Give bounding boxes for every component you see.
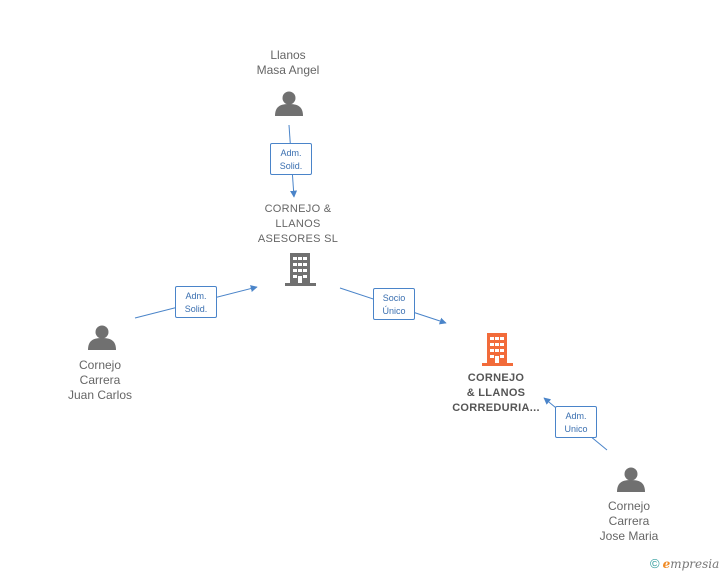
- edge-label-line: Adm.: [280, 148, 302, 158]
- empresia-brand[interactable]: ©empresia: [650, 556, 719, 571]
- edge-label-socio-unico[interactable]: Socio Único: [373, 288, 415, 320]
- brand-logo-text: mpresia: [670, 557, 720, 571]
- node-name-line: Carrera: [608, 514, 650, 528]
- node-cornejo-carrera-jose-maria[interactable]: Cornejo Carrera Jose Maria: [579, 499, 679, 544]
- edge-label-line: Adm.: [185, 291, 207, 301]
- node-cornejo-llanos-asesores[interactable]: CORNEJO & LLANOS ASESORES SL: [238, 202, 358, 247]
- node-name-line: CORREDURIA...: [452, 402, 540, 414]
- building-icon[interactable]: [285, 253, 316, 286]
- edge-label-adm-solid[interactable]: Adm. Solid.: [270, 143, 312, 175]
- copyright-symbol: ©: [650, 556, 660, 571]
- node-name-line: CORNEJO &: [264, 203, 332, 215]
- node-name-line: Masa Angel: [256, 63, 320, 77]
- node-name-line: Llanos: [270, 48, 306, 62]
- node-name-line: & LLANOS: [466, 387, 526, 399]
- node-name-line: Cornejo: [78, 358, 122, 372]
- edge-label-line: Unico: [564, 424, 588, 434]
- edge-label-line: Socio: [382, 293, 406, 303]
- node-name-line: ASESORES SL: [257, 233, 339, 245]
- edge-label-line: Solid.: [279, 161, 303, 171]
- node-name-line: LLANOS: [275, 218, 321, 230]
- edge-label-adm-solid[interactable]: Adm. Solid.: [175, 286, 217, 318]
- node-name-line: Cornejo: [607, 499, 651, 513]
- brand-logo-e: e: [662, 557, 671, 571]
- node-name-line: Carrera: [79, 373, 121, 387]
- edge-label-line: Adm.: [565, 411, 587, 421]
- person-icon[interactable]: [88, 325, 116, 351]
- node-name-line: CORNEJO: [467, 372, 525, 384]
- node-name-line: Jose Maria: [599, 529, 659, 543]
- edge-label-line: Único: [382, 306, 406, 316]
- node-llanos-masa-angel[interactable]: Llanos Masa Angel: [236, 48, 340, 78]
- node-name-line: Juan Carlos: [67, 388, 133, 402]
- person-icon[interactable]: [617, 467, 645, 493]
- node-cornejo-llanos-correduria[interactable]: CORNEJO & LLANOS CORREDURIA...: [436, 371, 556, 416]
- building-icon-main[interactable]: [482, 333, 513, 366]
- edge-label-adm-unico[interactable]: Adm. Unico: [555, 406, 597, 438]
- edge-label-line: Solid.: [184, 304, 208, 314]
- node-cornejo-carrera-juan-carlos[interactable]: Cornejo Carrera Juan Carlos: [50, 358, 150, 403]
- person-icon[interactable]: [275, 91, 303, 117]
